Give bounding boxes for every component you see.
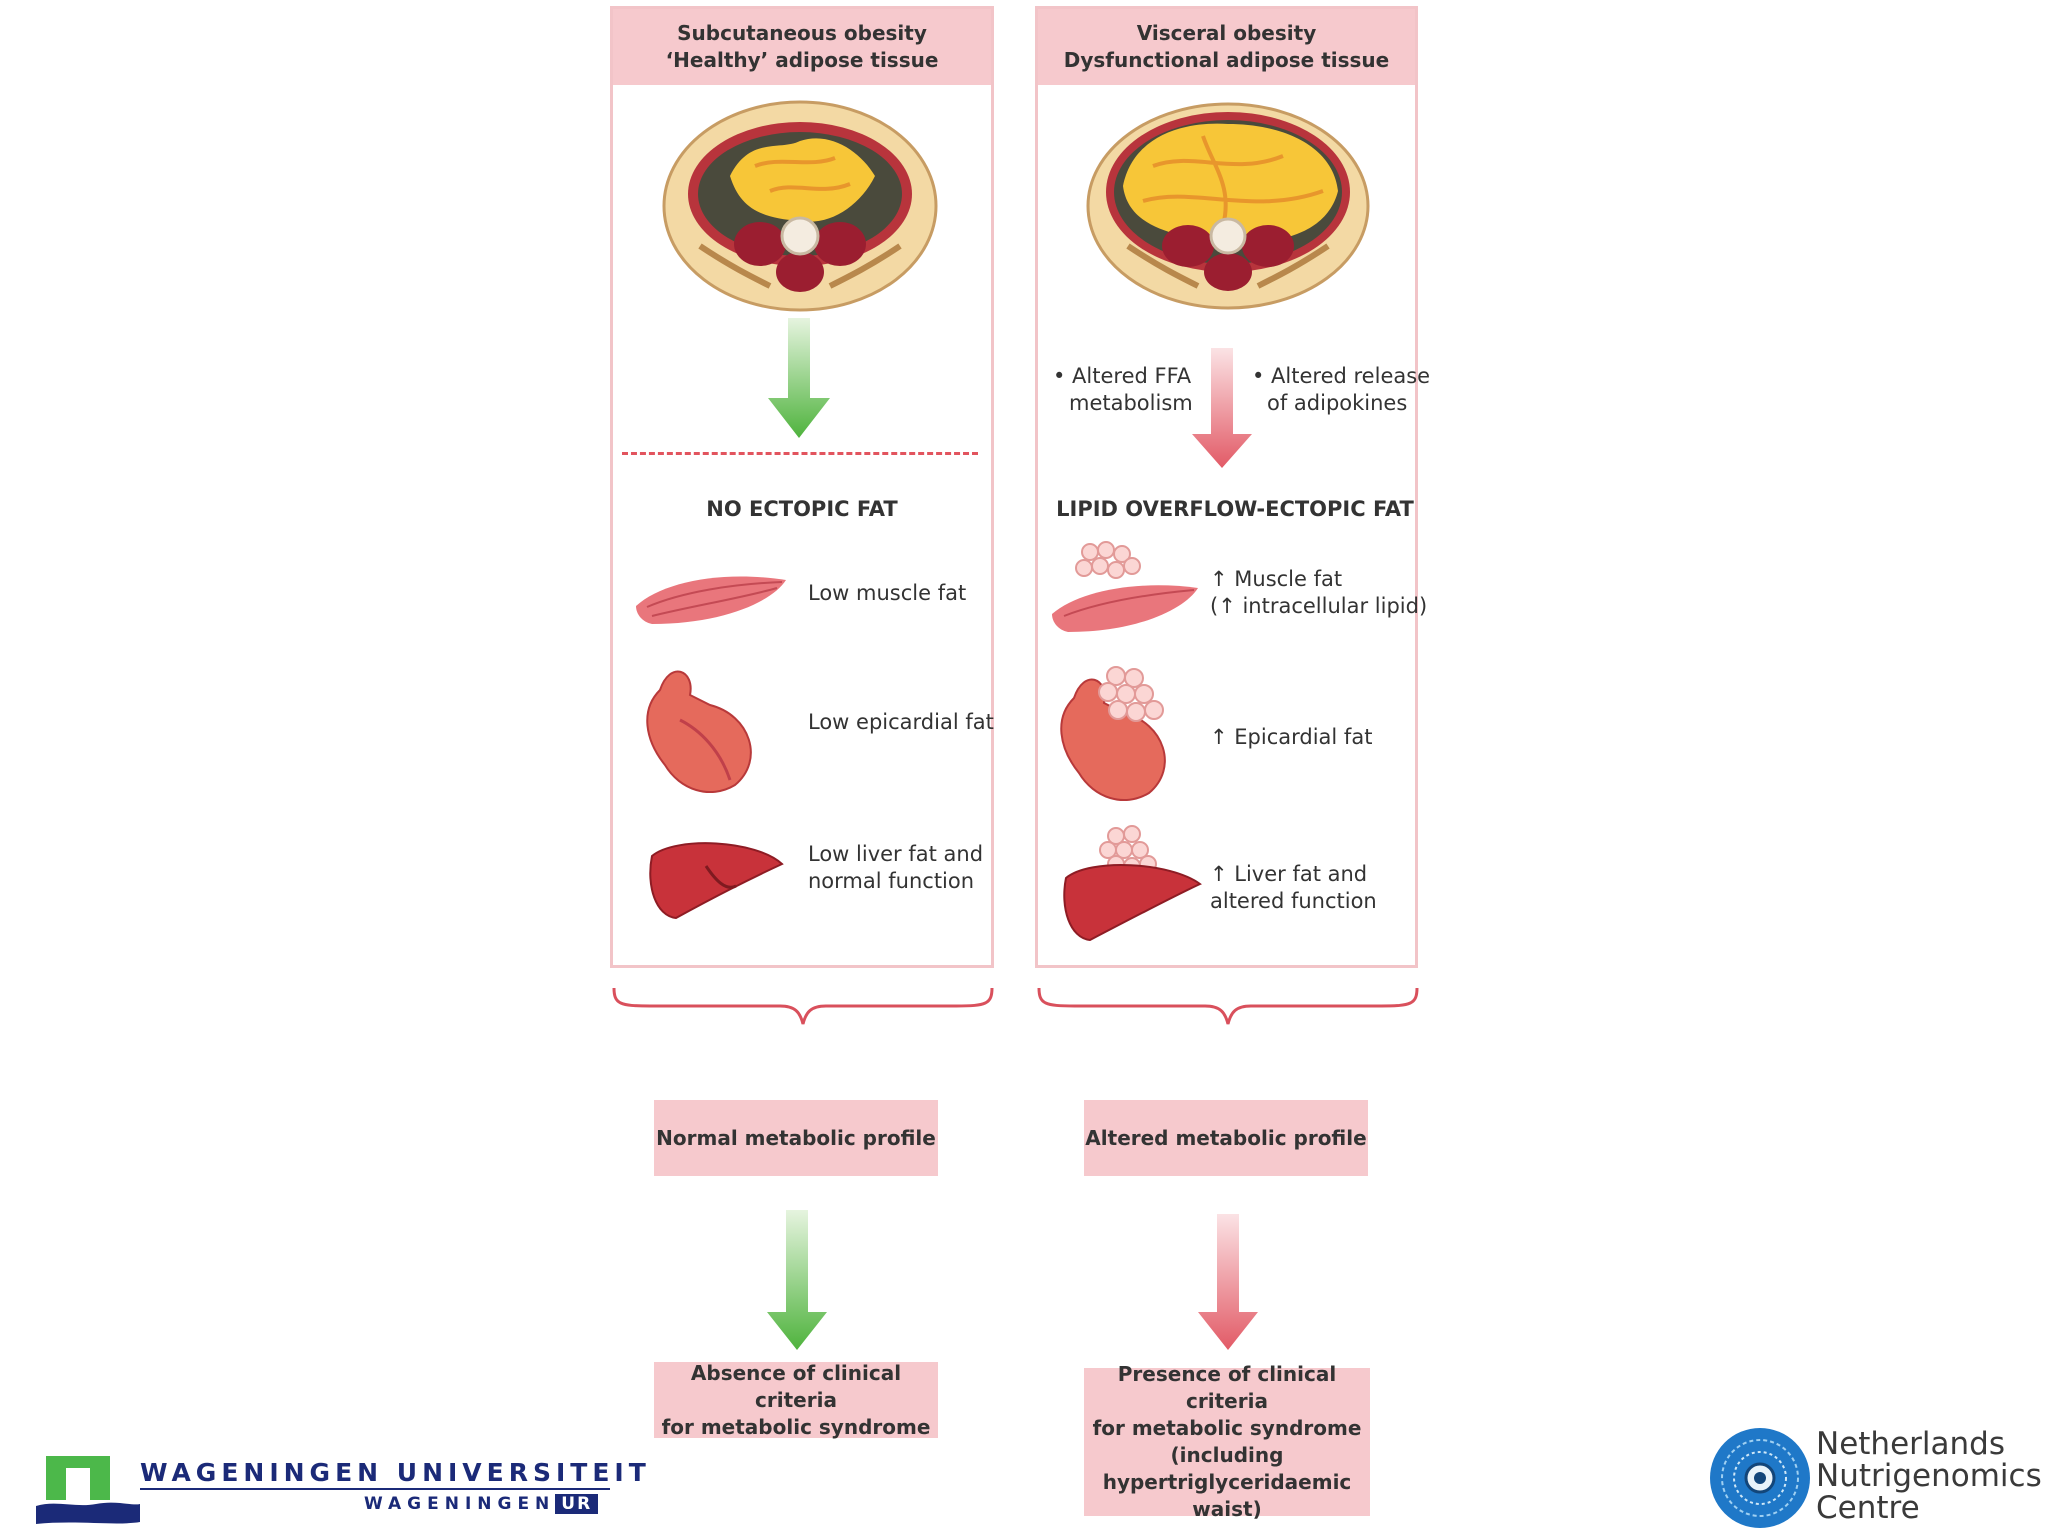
left-item-liver-line-1: Low liver fat and [808, 842, 984, 866]
left-section-title: NO ECTOPIC FAT [706, 497, 898, 521]
presence-criteria-line-2: for metabolic syndrome [1092, 1416, 1362, 1440]
note-altered-adipokines-line-1: • Altered release [1252, 364, 1431, 388]
presence-criteria-line-1: Presence of clinical criteria [1117, 1362, 1337, 1413]
nutrigenomics-wordmark: Netherlands Nutrigenomics Centre [1816, 1428, 2042, 1524]
normal-profile-box: Normal metabolic profile [654, 1100, 938, 1176]
right-header-line-1: Visceral obesity [1136, 21, 1317, 45]
right-panel-header: Visceral obesity Dysfunctional adipose t… [1038, 9, 1415, 85]
left-item-heart: Low epicardial fat [808, 709, 994, 736]
left-item-heart-line-1: Low epicardial fat [808, 710, 994, 734]
right-header-line-2: Dysfunctional adipose tissue [1063, 48, 1390, 72]
nutrigenomics-globe-icon [1710, 1428, 1810, 1528]
note-altered-adipokines: • Altered release of adipokines [1252, 363, 1430, 417]
normal-profile-label: Normal metabolic profile [656, 1125, 936, 1150]
right-item-liver-line-2: altered function [1210, 889, 1377, 913]
dashed-divider [622, 452, 978, 455]
abdomen-subcutaneous-illustration [662, 100, 938, 312]
right-item-muscle-line-1: ↑ Muscle fat [1210, 567, 1343, 591]
presence-criteria-line-3: (including [1170, 1443, 1284, 1467]
muscle-with-fat-illustration [1052, 541, 1198, 632]
liver-illustration [649, 842, 784, 920]
altered-profile-label: Altered metabolic profile [1085, 1125, 1367, 1150]
note-altered-adipokines-line-2: of adipokines [1267, 391, 1408, 415]
altered-profile-box: Altered metabolic profile [1084, 1100, 1368, 1176]
absence-criteria-line-1: Absence of clinical criteria [690, 1360, 902, 1412]
absence-criteria-line-2: for metabolic syndrome [661, 1414, 931, 1439]
left-item-muscle-line-1: Low muscle fat [808, 581, 967, 605]
nnc-line-1: Netherlands [1816, 1426, 2005, 1462]
wageningen-logo-icon [36, 1456, 140, 1524]
red-arrow-down-icon [1198, 1214, 1258, 1350]
right-item-muscle-line-2: (↑ intracellular lipid) [1210, 594, 1428, 618]
right-section-title: LIPID OVERFLOW-ECTOPIC FAT [1056, 497, 1414, 521]
red-arrow-down-icon [1192, 348, 1252, 468]
wageningen-universiteit-wordmark: WAGENINGEN UNIVERSITEIT [140, 1458, 651, 1487]
heart-illustration [646, 670, 752, 794]
ur-tag: UR [555, 1494, 599, 1514]
presence-criteria-line-5: waist) [1192, 1497, 1262, 1521]
right-item-liver-line-1: ↑ Liver fat and [1210, 862, 1368, 886]
right-item-muscle: ↑ Muscle fat (↑ intracellular lipid) [1210, 566, 1427, 620]
right-item-heart-line-1: ↑ Epicardial fat [1210, 725, 1373, 749]
nnc-line-3: Centre [1816, 1490, 1920, 1526]
green-arrow-down-icon [767, 1210, 827, 1350]
nnc-line-2: Nutrigenomics [1816, 1458, 2042, 1494]
absence-criteria-box: Absence of clinical criteria for metabol… [654, 1360, 938, 1439]
left-item-liver-line-2: normal function [808, 869, 975, 893]
heart-with-fat-illustration [1060, 666, 1166, 802]
presence-criteria-box: Presence of clinical criteria for metabo… [1084, 1362, 1370, 1521]
left-header-line-2: ‘Healthy’ adipose tissue [665, 48, 939, 72]
right-item-liver: ↑ Liver fat and altered function [1210, 861, 1377, 915]
wageningen-ur-divider [140, 1488, 610, 1490]
wageningen-ur-text: WAGENINGEN [364, 1494, 556, 1514]
left-header-line-1: Subcutaneous obesity [677, 21, 927, 45]
left-panel-header: Subcutaneous obesity ‘Healthy’ adipose t… [613, 9, 991, 85]
green-arrow-down-icon [768, 318, 830, 438]
note-altered-ffa: • Altered FFA metabolism [1053, 363, 1193, 417]
right-item-heart: ↑ Epicardial fat [1210, 724, 1372, 751]
note-altered-ffa-line-1: • Altered FFA [1053, 364, 1192, 388]
abdomen-visceral-illustration [1086, 102, 1370, 310]
note-altered-ffa-line-2: metabolism [1069, 391, 1193, 415]
left-item-muscle: Low muscle fat [808, 580, 966, 607]
muscle-illustration [636, 576, 786, 624]
left-item-liver: Low liver fat and normal function [808, 841, 983, 895]
liver-with-fat-illustration [1063, 825, 1202, 942]
left-brace [612, 987, 994, 1025]
right-brace [1037, 987, 1419, 1025]
presence-criteria-line-4: hypertriglyceridaemic [1102, 1470, 1352, 1494]
